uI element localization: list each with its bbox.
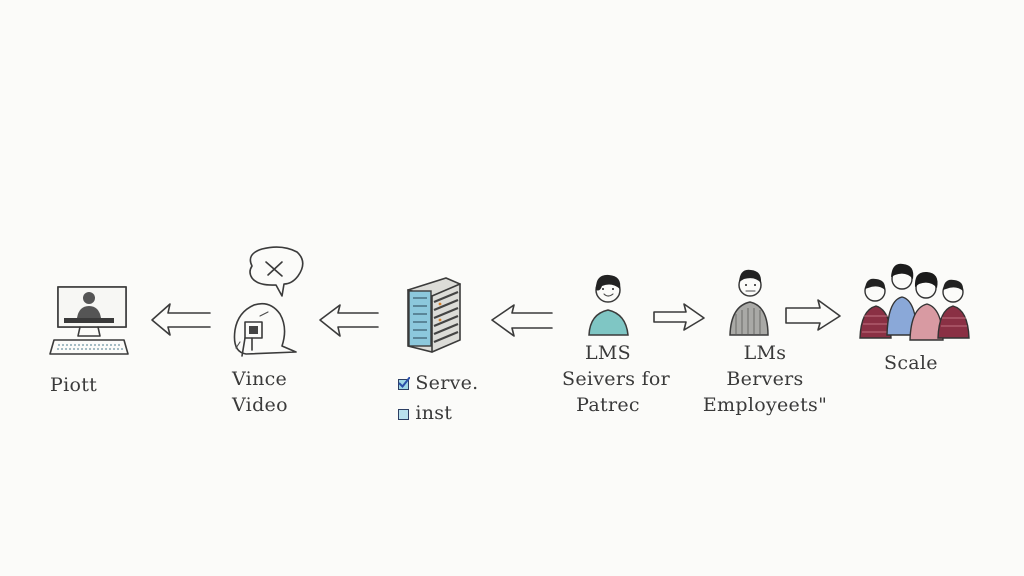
label-line: Vince <box>232 368 288 390</box>
speech-bubble <box>249 246 304 297</box>
label-line: Serve. <box>415 372 479 394</box>
checkbox-unchecked[interactable] <box>398 408 409 420</box>
node-label-video: Vince Video <box>232 366 288 418</box>
label-line: Piott <box>50 374 98 396</box>
checkmark-icon <box>398 376 410 388</box>
label-line: LMs <box>743 342 787 364</box>
node-label-server: Serve. inst <box>398 368 479 428</box>
label-line: Employeets" <box>702 394 828 416</box>
arrow-right-1 <box>653 303 705 331</box>
x-mark-icon <box>265 261 283 277</box>
person-teal-icon <box>588 274 629 336</box>
label-line: Bervers <box>726 368 804 390</box>
label-line: inst <box>415 402 453 424</box>
label-line: Scale <box>884 352 938 374</box>
checkbox-checked[interactable] <box>398 376 410 390</box>
label-line: Video <box>232 394 288 416</box>
label-line: Patrec <box>576 394 640 416</box>
node-label-computer: Piott <box>50 374 97 396</box>
arrow-right-2 <box>785 299 841 331</box>
video-camera-icon <box>233 302 297 357</box>
label-line: LMS <box>585 342 631 364</box>
desktop-computer-icon <box>49 286 129 355</box>
arrow-left-1 <box>151 303 211 336</box>
node-label-lms-patrec: LMS Seivers for Patrec <box>562 340 671 418</box>
server-rack-icon <box>407 277 461 353</box>
arrow-left-3 <box>491 304 553 337</box>
group-people-icon <box>859 263 970 341</box>
node-label-scale: Scale <box>884 352 938 374</box>
node-label-lms-employees: LMs Bervers Employeets" <box>700 340 830 418</box>
label-line: Seivers for <box>562 368 671 390</box>
arrow-left-2 <box>319 304 379 337</box>
person-gray-icon <box>729 269 769 336</box>
